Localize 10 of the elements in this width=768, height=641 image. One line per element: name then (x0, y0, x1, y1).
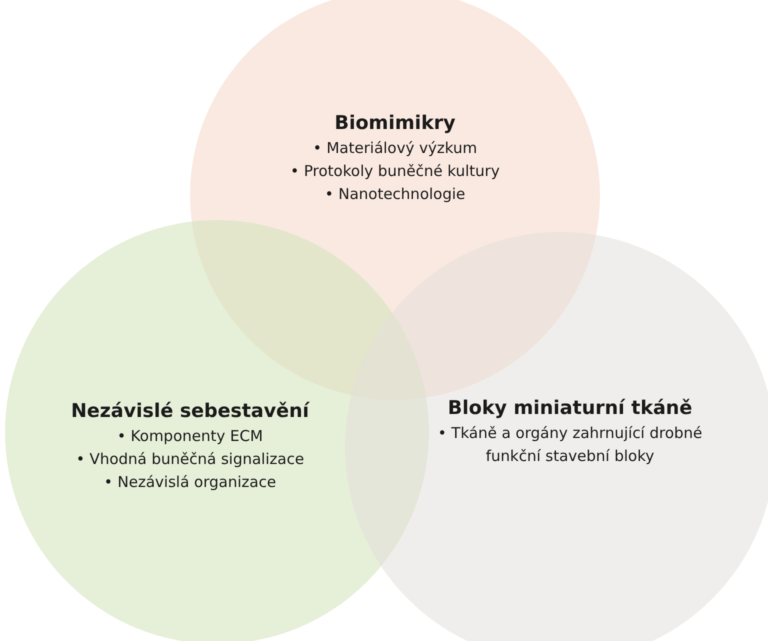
circle-heading: Bloky miniaturní tkáně (448, 397, 692, 419)
bullet-item: • Komponenty ECM (117, 426, 263, 447)
circle-heading: Biomimikry (334, 112, 456, 134)
bullet-item: • Protokoly buněčné kultury (290, 161, 500, 182)
circle-heading: Nezávislé sebestavění (70, 400, 310, 422)
bullet-item: • Vhodná buněčná signalizace (76, 449, 304, 470)
bullet-item: • Nezávislá organizace (104, 472, 276, 493)
bullet-item: • Nanotechnologie (324, 184, 466, 205)
bullet-item: • Materiálový výzkum (312, 138, 478, 159)
bullet-item: • Tkáně a orgány zahrnující drobné funkční stavební bloky (436, 423, 704, 467)
